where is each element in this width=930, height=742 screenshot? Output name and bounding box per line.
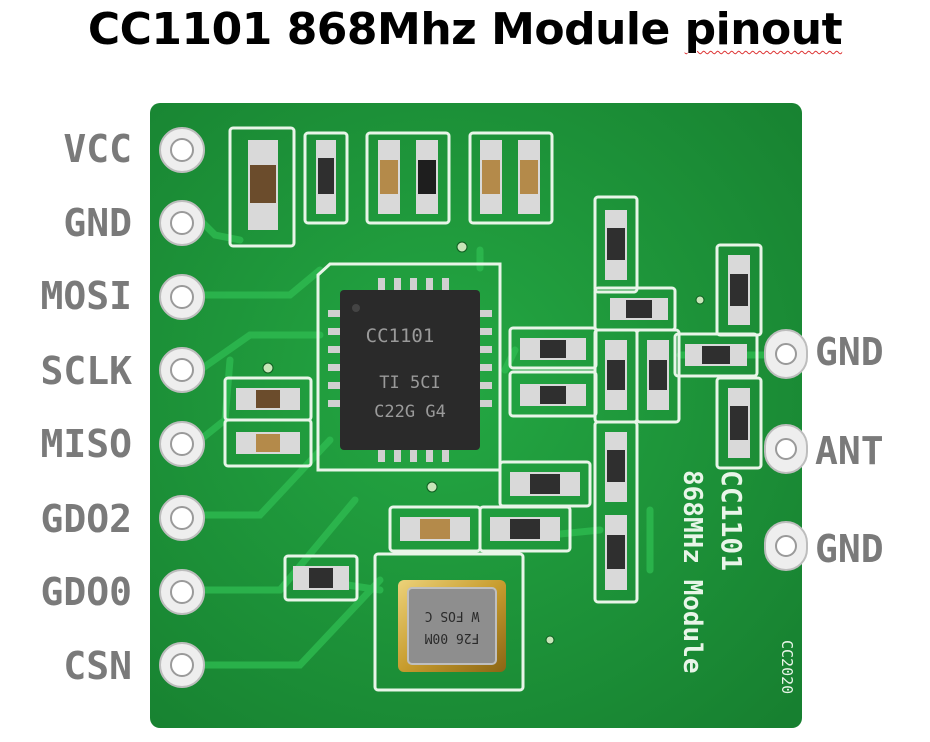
silkscreen-module-name: CC1101 868MHz Module: [677, 470, 748, 674]
vias: [262, 241, 705, 645]
crystal-marking-line-2: W FOS C: [425, 608, 480, 623]
pin-label-gnd: GND: [63, 201, 132, 245]
chip-marking-line-2: TI 5CI: [379, 373, 440, 393]
right-pin-pads: [764, 329, 808, 571]
cc1101-chip: CC1101 TI 5CI C22G G4: [328, 278, 492, 462]
pin-label-gdo2: GDO2: [40, 497, 132, 541]
title-text: CC1101 868Mhz Module: [87, 4, 685, 55]
pin-label-gdo0: GDO0: [40, 570, 132, 614]
pin-label-gnd-right-top: GND: [815, 330, 884, 374]
copyright-cc2020: CC2020: [778, 640, 796, 694]
pin-label-miso: MISO: [40, 422, 132, 466]
page-title: CC1101 868Mhz Module pinout: [0, 4, 930, 55]
title-underlined-word: pinout: [684, 4, 843, 55]
pin-label-csn: CSN: [63, 644, 132, 688]
chip-marking-line-3: C22G G4: [374, 402, 446, 422]
silkscreen-outlines: [223, 126, 763, 692]
chip-marking-line-1: CC1101: [366, 325, 435, 347]
pin-label-gnd-right-bottom: GND: [815, 527, 884, 571]
silkscreen-cc1101: CC1101: [715, 470, 748, 571]
silkscreen-868mhz-module: 868MHz Module: [677, 470, 707, 674]
smd-components: [236, 140, 750, 590]
pin-label-vcc: VCC: [63, 127, 132, 171]
crystal-marking-line-1: F26 00M: [424, 630, 479, 645]
pin-label-mosi: MOSI: [40, 274, 132, 318]
pin-label-sclk: SCLK: [40, 349, 132, 393]
crystal-oscillator: F26 00M W FOS C: [398, 580, 506, 672]
left-pin-pads: [159, 127, 205, 688]
pin-label-ant: ANT: [815, 429, 884, 473]
